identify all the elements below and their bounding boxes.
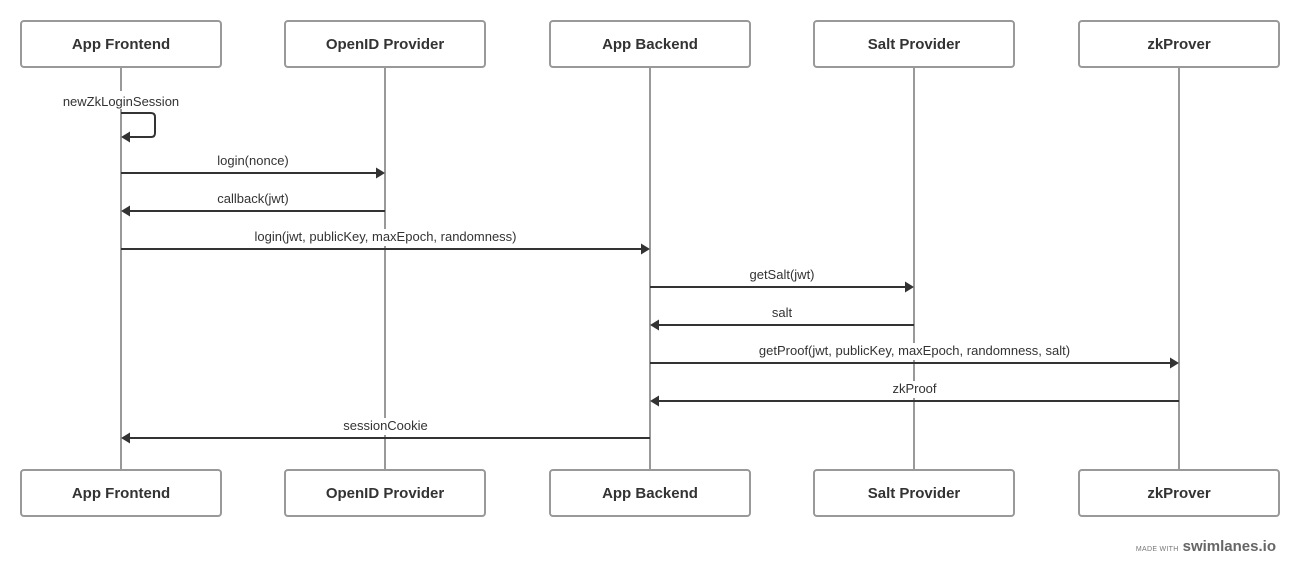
footer-watermark[interactable]: MADE WITH swimlanes.io [1136,538,1276,555]
actor-box [1078,469,1280,517]
arrowhead [905,281,914,293]
arrowhead [650,319,659,331]
actor-label: zkProver [1147,36,1211,53]
msg-zkproof: zkProof [650,381,1179,407]
arrowhead [121,432,130,444]
message-label: salt [772,305,793,320]
actor-box [284,20,486,68]
actor-label: App Backend [602,36,698,53]
actor-box [1078,20,1280,68]
actor-box [20,469,222,517]
actor-backend-top: App Backend [549,20,751,68]
message-label: newZkLoginSession [63,94,179,109]
arrowhead [376,167,385,179]
msg-get-salt: getSalt(jwt) [650,267,914,293]
label-background [727,343,1102,360]
message-label: callback(jwt) [217,191,289,206]
actor-box [284,469,486,517]
msg-salt: salt [650,305,914,331]
actor-frontend-bottom: App Frontend [20,469,222,517]
message-label: getProof(jwt, publicKey, maxEpoch, rando… [759,343,1070,358]
actor-label: App Frontend [72,485,170,502]
actor-label: OpenID Provider [326,36,445,53]
label-background [206,153,300,170]
actor-openid-top: OpenID Provider [284,20,486,68]
arrowhead [650,395,659,407]
label-background [59,91,183,109]
message-label: getSalt(jwt) [749,267,814,282]
actor-label: zkProver [1147,485,1211,502]
label-background [885,381,944,398]
label-background [335,418,436,435]
arrowhead [1170,357,1179,369]
label-background [735,267,829,284]
arrowhead [121,205,130,217]
msg-login-full: login(jwt, publicKey, maxEpoch, randomne… [121,229,650,255]
actor-label: OpenID Provider [326,485,445,502]
msg-get-proof: getProof(jwt, publicKey, maxEpoch, rando… [650,343,1179,369]
actor-label: Salt Provider [868,485,961,502]
arrowhead [641,243,650,255]
actor-salt-bottom: Salt Provider [813,469,1015,517]
message-label: zkProof [892,381,936,396]
made-with-label: MADE WITH [1135,546,1179,553]
actor-box [549,469,751,517]
actor-zkprover-bottom: zkProver [1078,469,1280,517]
actor-label: App Frontend [72,36,170,53]
actor-zkprover-top: zkProver [1078,20,1280,68]
msg-login-nonce: login(nonce) [121,153,385,179]
actor-box [813,20,1015,68]
actor-backend-bottom: App Backend [549,469,751,517]
actor-box [549,20,751,68]
message-label: login(nonce) [217,153,289,168]
actor-box [20,20,222,68]
message-label: login(jwt, publicKey, maxEpoch, randomne… [254,229,516,244]
actor-openid-bottom: OpenID Provider [284,469,486,517]
message-label: sessionCookie [343,418,428,433]
actor-label: Salt Provider [868,36,961,53]
msg-new-zklogin-session: newZkLoginSession [59,91,183,143]
msg-callback-jwt: callback(jwt) [121,191,385,217]
actor-box [813,469,1015,517]
label-background [763,305,801,322]
actor-label: App Backend [602,485,698,502]
arrowhead [121,131,130,143]
message-line [121,112,156,138]
actor-salt-top: Salt Provider [813,20,1015,68]
msg-session-cookie: sessionCookie [121,418,650,444]
label-background [230,229,541,246]
actor-frontend-top: App Frontend [20,20,222,68]
swimlanes-brand: swimlanes.io [1182,538,1276,555]
label-background [202,191,304,208]
